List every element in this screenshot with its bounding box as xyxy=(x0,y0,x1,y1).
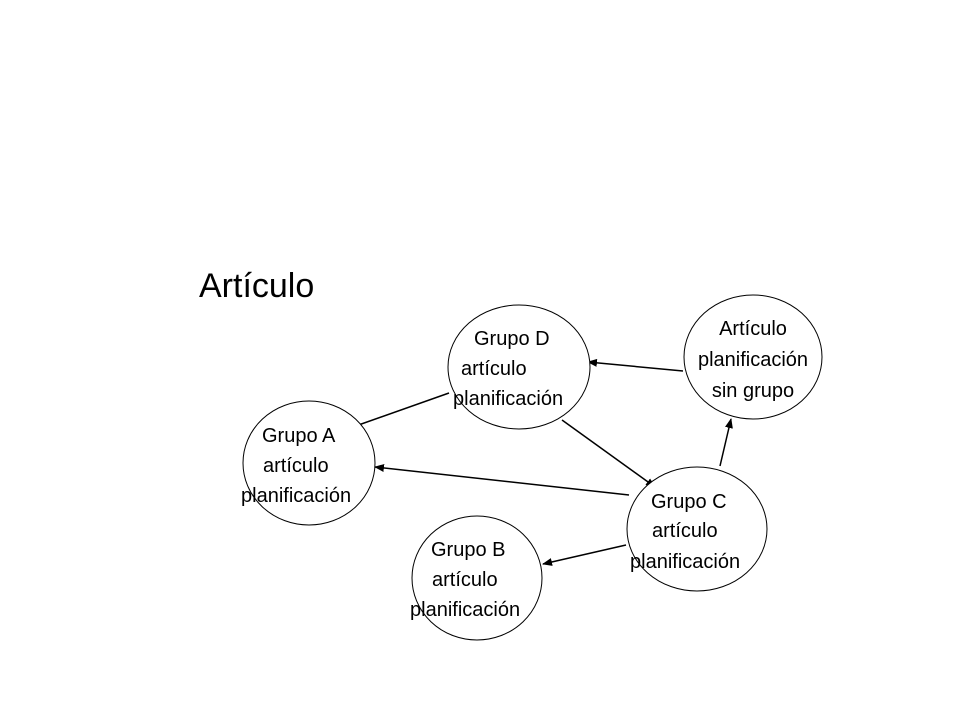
node-grupo-b-line-2: artículo xyxy=(432,569,498,591)
node-grupo-b-ellipse xyxy=(411,515,543,641)
slide-title: Artículo xyxy=(199,267,315,305)
node-grupo-c-ellipse xyxy=(626,466,768,592)
node-grupo-a-ellipse xyxy=(242,400,376,526)
node-grupo-b: Grupo B artículo planificación xyxy=(410,515,543,641)
node-grupo-c-line-1: Grupo C xyxy=(651,491,727,513)
edge-grupo-d-to-grupo-c xyxy=(561,419,656,488)
node-grupo-c: Grupo C artículo planificación xyxy=(626,466,768,592)
node-grupo-c-line-3: planificación xyxy=(630,551,740,573)
node-grupo-a: Grupo A artículo planificación xyxy=(241,400,376,526)
node-articulo-sin-grupo-line-1: Artículo xyxy=(719,318,787,340)
node-articulo-sin-grupo-ellipse xyxy=(683,294,823,420)
edge-grupo-c-to-sin-grupo xyxy=(719,418,733,467)
node-articulo-sin-grupo-line-2: planificación xyxy=(698,349,808,371)
node-grupo-a-line-3: planificación xyxy=(241,485,351,507)
node-grupo-d-ellipse xyxy=(447,304,591,430)
edge-grupo-c-to-grupo-a xyxy=(374,464,630,496)
node-grupo-d: Grupo D artículo planificación xyxy=(447,304,591,430)
edge-grupo-c-to-grupo-b xyxy=(542,544,627,566)
node-grupo-b-line-1: Grupo B xyxy=(431,539,505,561)
node-grupo-c-line-2: artículo xyxy=(652,520,718,542)
node-articulo-sin-grupo-line-3: sin grupo xyxy=(712,380,794,402)
node-grupo-a-line-1: Grupo A xyxy=(262,425,336,447)
node-grupo-d-line-3: planificación xyxy=(453,388,563,410)
edge-sin-grupo-to-grupo-d xyxy=(587,358,684,372)
node-grupo-b-line-3: planificación xyxy=(410,599,520,621)
node-grupo-d-line-1: Grupo D xyxy=(474,328,550,350)
node-articulo-sin-grupo: Artículo planificación sin grupo xyxy=(683,294,823,420)
node-grupo-a-line-2: artículo xyxy=(263,455,329,477)
edge-grupo-d-to-grupo-a xyxy=(349,392,450,429)
node-grupo-d-line-2: artículo xyxy=(461,358,527,380)
